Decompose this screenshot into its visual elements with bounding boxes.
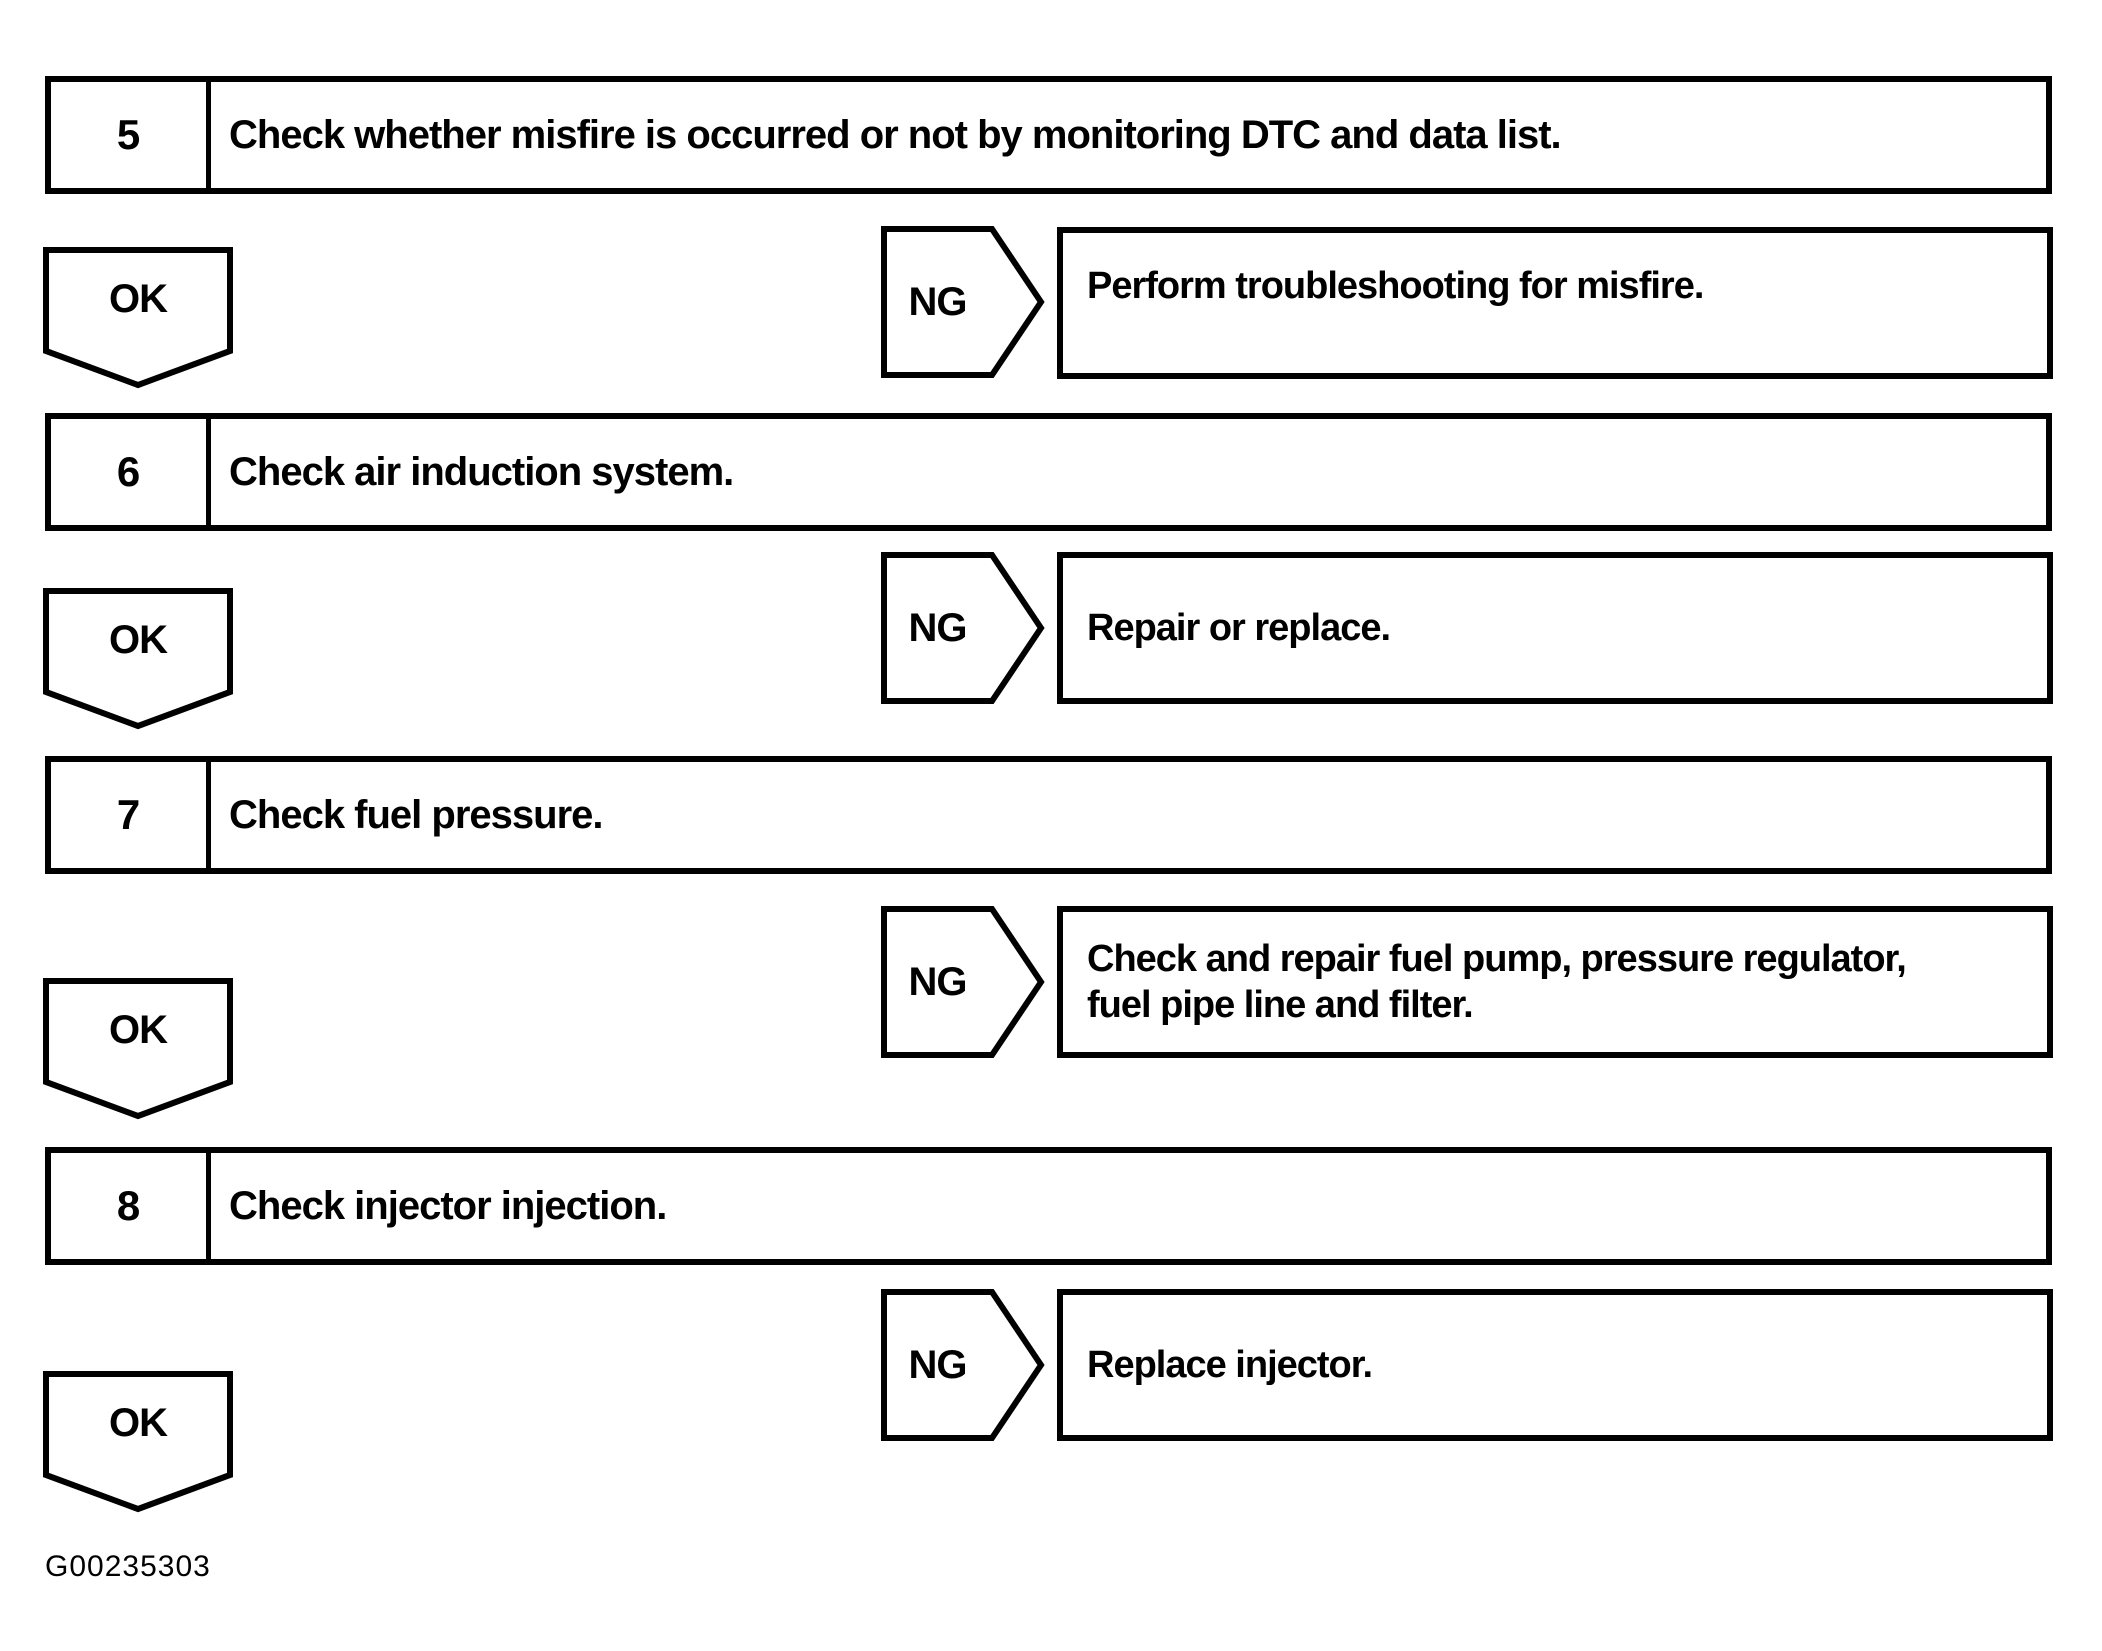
step-number: 8 [51,1153,211,1259]
ng-connector: NG [881,552,1046,704]
step-box-3: 7 Check fuel pressure. [45,756,2052,874]
ok-label: OK [109,276,168,321]
ok-connector: OK [43,1371,233,1513]
pentagon-right-arrow-icon [881,552,1045,704]
step-number: 7 [51,762,211,868]
pentagon-down-arrow-icon [43,978,233,1120]
pentagon-right-arrow-icon [881,906,1045,1058]
step-box-1: 5 Check whether misfire is occurred or n… [45,76,2052,194]
ng-label: NG [908,279,968,324]
result-box: Perform troubleshooting for misfire. [1057,227,2053,379]
result-text: Repair or replace. [1087,607,1391,649]
result-box: Check and repair fuel pump, pressure reg… [1057,906,2053,1058]
ng-connector: NG [881,226,1046,378]
result-box: Replace injector. [1057,1289,2053,1441]
ng-label: NG [908,605,968,650]
ok-connector: OK [43,247,233,389]
result-box: Repair or replace. [1057,552,2053,704]
ok-label: OK [109,1007,168,1052]
step-number: 6 [51,419,211,525]
ng-label: NG [908,959,968,1004]
ng-label: NG [908,1342,968,1387]
ok-label: OK [109,617,168,662]
step-title: Check air induction system. [229,449,734,494]
step-number: 5 [51,82,211,188]
ok-connector: OK [43,588,233,730]
step-box-2: 6 Check air induction system. [45,413,2052,531]
result-text: Check and repair fuel pump, pressure reg… [1087,938,1907,1026]
step-box-4: 8 Check injector injection. [45,1147,2052,1265]
step-title: Check whether misfire is occurred or not… [229,112,1562,157]
figure-id: G00235303 [45,1550,211,1583]
step-title: Check injector injection. [229,1183,667,1228]
pentagon-right-arrow-icon [881,226,1045,378]
ng-connector: NG [881,906,1046,1058]
result-text: Perform troubleshooting for misfire. [1087,265,1704,307]
ok-connector: OK [43,978,233,1120]
pentagon-down-arrow-icon [43,247,233,389]
ok-label: OK [109,1400,168,1445]
step-title: Check fuel pressure. [229,792,604,837]
pentagon-down-arrow-icon [43,588,233,730]
result-text: Replace injector. [1087,1344,1373,1386]
pentagon-right-arrow-icon [881,1289,1045,1441]
ng-connector: NG [881,1289,1046,1441]
pentagon-down-arrow-icon [43,1371,233,1513]
